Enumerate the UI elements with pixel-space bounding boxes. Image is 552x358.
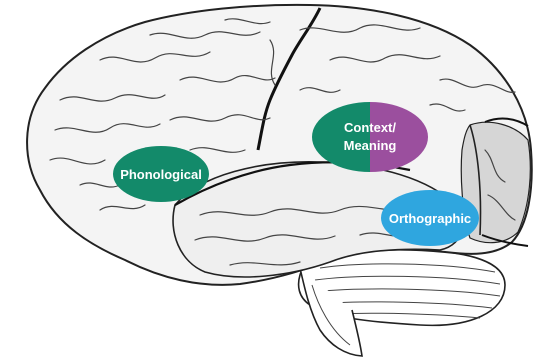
- region-phonological: Phonological: [113, 146, 209, 202]
- context-label-line1: Context/: [344, 120, 396, 135]
- cerebrum: [27, 5, 532, 285]
- region-orthographic: Orthographic: [381, 190, 479, 246]
- phonological-label: Phonological: [120, 167, 202, 182]
- context-label-line2: Meaning: [344, 138, 397, 153]
- orthographic-label: Orthographic: [389, 211, 471, 226]
